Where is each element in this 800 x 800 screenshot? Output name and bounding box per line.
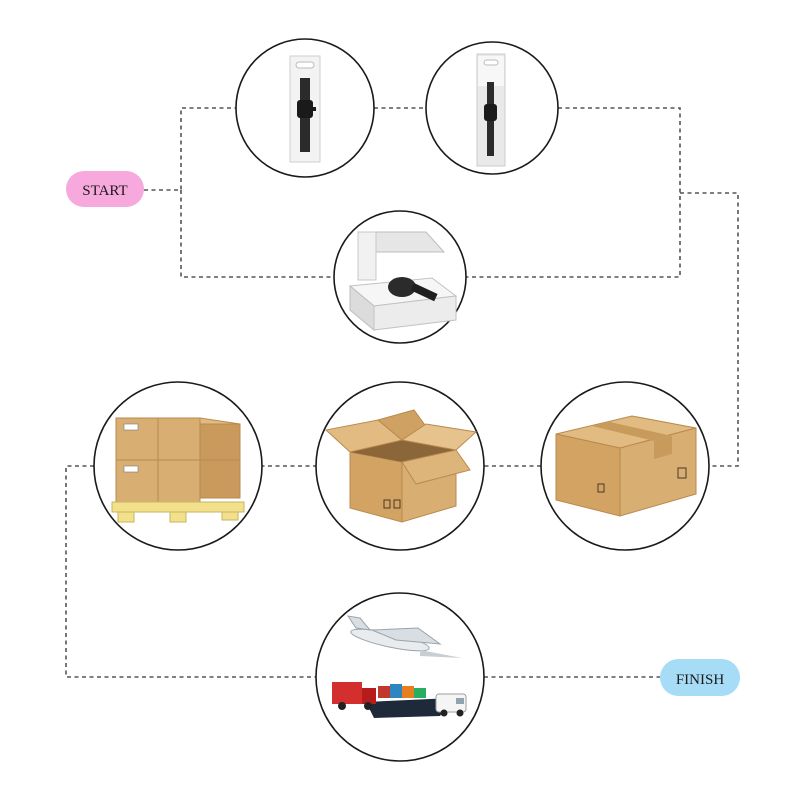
step-open-carton	[315, 381, 485, 551]
watch-sleeve-icon	[476, 53, 506, 167]
step-pallet-cartons	[93, 381, 263, 551]
cargo-ship-icon	[366, 684, 452, 718]
step-watch-gift-box	[333, 210, 467, 344]
gift-box-icon	[348, 231, 458, 332]
truck-icon	[332, 682, 376, 710]
finish-label: FINISH	[660, 659, 740, 696]
open-box-icon	[324, 409, 478, 523]
step-sealed-carton	[540, 381, 710, 551]
finish-pill	[660, 659, 740, 696]
step-watch-in-sleeve-side	[425, 41, 559, 175]
connector-start-branch	[144, 107, 334, 278]
sealed-box-icon	[555, 415, 697, 517]
start-text: START	[82, 183, 127, 199]
step-watch-in-sleeve	[235, 38, 375, 178]
start-pill	[66, 171, 144, 207]
connector-lines	[65, 107, 739, 678]
start-label: START	[66, 171, 144, 207]
pallet-boxes-icon	[111, 417, 245, 523]
connector-left-down	[65, 465, 316, 678]
finish-text: FINISH	[676, 672, 725, 688]
van-icon	[435, 693, 467, 717]
airplane-icon	[346, 615, 462, 658]
connector-right-branch	[680, 192, 739, 467]
transport-icon	[332, 615, 467, 718]
step-shipping-transport	[315, 592, 485, 762]
watch-sleeve-icon	[289, 55, 321, 163]
